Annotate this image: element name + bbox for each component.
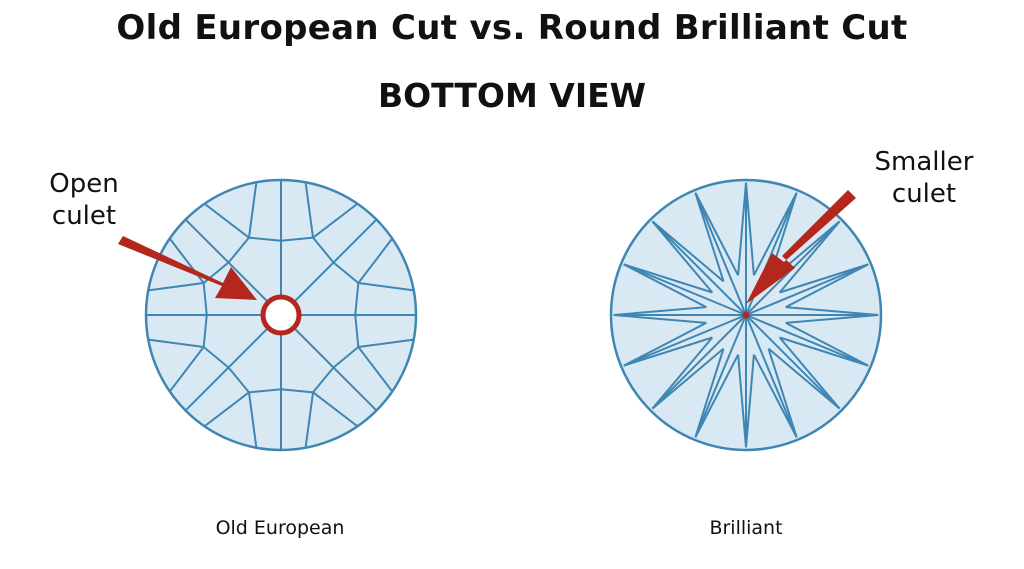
smaller-culet-callout-line-2: culet: [891, 179, 957, 209]
brilliant-girdle-facet-line: [613, 306, 707, 316]
old-european-kite-line: [354, 282, 360, 316]
old-european-kite-line: [248, 388, 282, 394]
brilliant-girdle-facet-line: [778, 336, 841, 410]
old-european-kite-line: [312, 366, 335, 393]
brilliant-girdle-facet-line: [623, 336, 713, 367]
old-european-main-facet-line: [294, 328, 378, 412]
page-title: Old European Cut vs. Round Brilliant Cut: [116, 8, 908, 48]
brilliant-girdle-facet-line: [694, 348, 725, 438]
old-european-girdle-facet-line: [357, 346, 394, 393]
old-european-diamond-diagram: [144, 178, 418, 452]
brilliant-pavilion-line: [694, 314, 747, 438]
brilliant-pavilion-line: [745, 314, 841, 410]
old-european-kite-line: [203, 346, 230, 369]
brilliant-girdle-facet-line: [694, 192, 725, 282]
old-european-kite-line: [354, 314, 360, 348]
brilliant-pavilion-line: [745, 314, 798, 438]
brilliant-pavilion-line: [623, 314, 747, 367]
brilliant-girdle-facet-line: [767, 348, 798, 438]
old-european-girdle-facet-line: [203, 202, 250, 239]
old-european-open-culet: [260, 294, 302, 336]
brilliant-pavilion-line: [651, 314, 747, 410]
old-european-girdle-facet-line: [247, 182, 258, 238]
old-european-kite-line: [280, 236, 314, 242]
brilliant-girdle-facet-line: [694, 192, 739, 276]
brilliant-girdle-facet-line: [651, 220, 725, 283]
old-european-girdle-facet-line: [304, 392, 315, 448]
old-european-main-facet-line: [184, 328, 268, 412]
brilliant-girdle-facet-line: [651, 336, 714, 410]
old-european-girdle-facet-line: [312, 391, 359, 428]
old-european-girdle-facet-line: [168, 346, 205, 393]
open-culet-callout: Open culet: [36, 168, 132, 232]
old-european-girdle-facet-line: [148, 338, 204, 349]
brilliant-girdle-facet-line: [785, 322, 869, 367]
brilliant-pavilion-line: [623, 263, 747, 316]
brilliant-pavilion-line: [745, 314, 869, 367]
brilliant-girdle-facet-line: [737, 182, 747, 276]
brilliant-pavilion-line: [651, 220, 747, 316]
old-european-kite-line: [202, 314, 208, 348]
old-european-girdle-facet-line: [358, 338, 414, 349]
open-culet-callout-line-1: Open: [49, 169, 119, 199]
open-culet-callout-line-2: culet: [51, 201, 117, 231]
brilliant-girdle-facet-line: [785, 306, 879, 316]
smaller-culet-callout-line-1: Smaller: [874, 147, 974, 177]
old-european-main-facet-line: [294, 218, 378, 302]
brilliant-girdle-facet-line: [745, 354, 755, 448]
view-subtitle: BOTTOM VIEW: [377, 76, 647, 115]
old-european-kite-line: [332, 261, 359, 284]
old-european-caption: Old European: [215, 517, 345, 539]
brilliant-girdle-facet-line: [623, 263, 713, 294]
brilliant-girdle-facet-line: [694, 354, 739, 438]
brilliant-girdle-facet-line: [753, 354, 798, 438]
brilliant-girdle-facet-line: [779, 336, 869, 367]
old-european-girdle-facet-line: [304, 182, 315, 238]
brilliant-diamond-diagram: [609, 178, 883, 452]
old-european-kite-line: [280, 388, 314, 394]
brilliant-pavilion-line: [694, 192, 747, 316]
brilliant-girdle-facet-line: [651, 347, 725, 410]
brilliant-girdle-facet-line: [767, 347, 841, 410]
smaller-culet-callout: Smaller culet: [862, 146, 986, 210]
brilliant-girdle-facet-line: [785, 314, 879, 324]
brilliant-girdle-facet-line: [613, 314, 707, 324]
old-european-facet-lines: [146, 180, 416, 450]
old-european-kite-line: [332, 346, 359, 369]
old-european-girdle-facet-line: [357, 237, 394, 284]
old-european-girdle-facet-line: [203, 391, 250, 428]
old-european-kite-line: [312, 237, 335, 264]
old-european-kite-line: [227, 366, 250, 393]
old-european-girdle-facet-line: [247, 392, 258, 448]
brilliant-small-culet: [742, 311, 750, 319]
brilliant-girdle-facet-line: [623, 322, 707, 367]
brilliant-caption: Brilliant: [709, 517, 783, 539]
old-european-girdle-facet-line: [358, 281, 414, 292]
brilliant-girdle-facet-line: [737, 354, 747, 448]
old-european-girdle-facet-line: [312, 202, 359, 239]
brilliant-girdle-facet-line: [651, 220, 714, 294]
brilliant-girdle-facet-line: [623, 263, 707, 308]
